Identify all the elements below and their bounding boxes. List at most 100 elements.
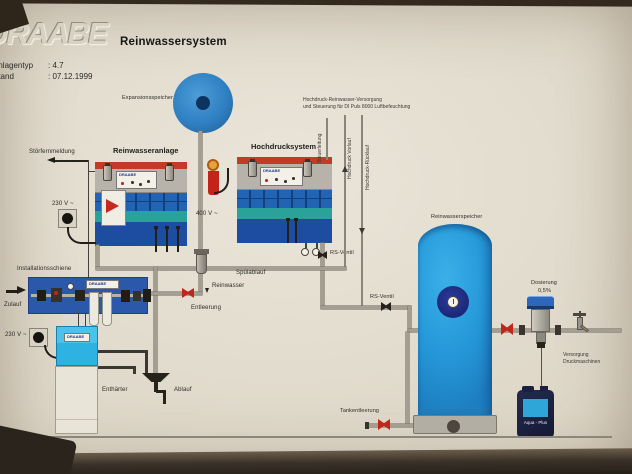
- faucet-icon: [573, 311, 591, 335]
- steuerleitung-line: [326, 118, 328, 160]
- dosing-unit-band: [527, 306, 554, 309]
- pipe-tank-inlet-drop: [408, 306, 411, 332]
- probe-pin: [154, 226, 158, 252]
- dosing-suction-line: [541, 348, 543, 392]
- faucet-body: [577, 317, 583, 330]
- socket-hole: [62, 213, 73, 224]
- machine-teal-band: [95, 211, 187, 222]
- plate-indicator: [284, 180, 287, 183]
- dosing-unit-body: [531, 309, 550, 332]
- power-socket-icon: [29, 328, 48, 347]
- pipe-machine1-drop: [96, 245, 99, 267]
- machine-base-band: [237, 219, 332, 243]
- spec-value: : 07.12.1999: [48, 72, 93, 81]
- fault-signal-drop: [88, 160, 90, 278]
- softener-controller: DRAABE: [56, 326, 98, 366]
- drain-hose: [145, 350, 148, 374]
- enthaerter-label: Enthärter: [102, 387, 128, 393]
- rs-ventil-tank-label: RS-Ventil: [370, 294, 394, 300]
- control-wire: [85, 312, 87, 327]
- filter-bottle-icon: [303, 159, 312, 177]
- drain-hose: [98, 366, 135, 369]
- versorgung-label-line1: Versorgung: [563, 352, 589, 358]
- pressure-gauge-icon: [301, 248, 309, 256]
- rs-valve-icon: [318, 251, 327, 259]
- machine-teal-band: [237, 208, 332, 219]
- gauge-needle: [452, 299, 454, 304]
- filter-bottle-icon: [248, 159, 257, 177]
- filter-bottle-icon: [165, 163, 174, 181]
- canister-name: Aqua - Plus: [523, 420, 548, 425]
- machine-base-band: [95, 222, 187, 246]
- supply-note-line1: Hochdruck-Reinwasser-Versorgung: [303, 97, 382, 103]
- plate-indicator: [131, 181, 134, 184]
- gauge-stub: [305, 243, 307, 249]
- spec-label: Anlagentyp: [0, 61, 34, 70]
- dosing-line-valve-icon: [501, 323, 513, 335]
- inline-filter-body: [196, 254, 207, 274]
- filter-cartridge: [102, 292, 112, 326]
- spec-row-type: Anlagentyp: 4.7: [0, 61, 64, 70]
- faucet-spout: [580, 324, 589, 333]
- expansion-vessel-label: Expansionsspeicher: [122, 95, 174, 101]
- warning-triangle-icon: [106, 199, 119, 213]
- ablauf-label: Ablauf: [174, 387, 192, 393]
- drain-hose: [133, 366, 136, 374]
- spec-label: Stand: [0, 72, 14, 81]
- pipe-rs-drop: [321, 243, 324, 308]
- rail-fitting: [75, 290, 85, 301]
- voltage-label-400v: 400 V ~: [196, 211, 218, 217]
- draabe-plate-label: DRAABE: [263, 168, 281, 173]
- machine-top-band: [237, 157, 332, 164]
- tank-drain-valve-icon: [378, 419, 390, 430]
- probe-pin: [176, 226, 180, 252]
- plate-indicator: [139, 183, 142, 186]
- reinwasser-arrow: [205, 288, 209, 293]
- fault-signal-label: Störfernmeldung: [29, 149, 75, 155]
- voltage-label-230v-2: 230 V ~: [5, 332, 27, 338]
- rail-plate: DRAABE: [86, 280, 119, 289]
- socket-hole: [33, 332, 44, 343]
- reinwasseranlage-label: Reinwasseranlage: [113, 146, 179, 155]
- probe-pin: [294, 218, 298, 243]
- pipe-tank-drain: [368, 424, 420, 427]
- installationsschiene-label: Installationsschiene: [17, 266, 72, 272]
- supply-note-line2: und Steuerung für DI Puls 8000 Luftbefeu…: [303, 104, 411, 110]
- hd-vorlauf-line: [344, 115, 346, 268]
- tank-gauge-icon: [447, 296, 459, 308]
- water-tank: [418, 224, 492, 418]
- fault-signal-line: [55, 160, 88, 162]
- sensor-body: [208, 171, 219, 195]
- machine-control-plate: DRAABE: [116, 171, 157, 189]
- pipe-end-cap: [365, 422, 369, 429]
- photo-bottom-edge: [0, 448, 632, 474]
- tankentleerung-label: Tankentleerung: [340, 408, 380, 414]
- draabe-plate-label: DRAABE: [119, 172, 137, 177]
- pipe-expansion-stem: [199, 131, 202, 293]
- funnel-trap: [163, 392, 166, 404]
- installation-rail: DRAABE: [28, 277, 151, 326]
- funnel-trap: [156, 390, 166, 393]
- probe-pin: [286, 218, 290, 243]
- inline-filter-cap: [194, 249, 209, 254]
- page-title: Reinwassersystem: [120, 36, 227, 48]
- dosing-suction-fitting: [537, 342, 545, 348]
- rail-fitting: [133, 291, 141, 301]
- entleerung-label: Entleerung: [191, 305, 222, 311]
- controller-plate: DRAABE: [64, 333, 90, 342]
- drain-funnel-icon: [142, 373, 170, 382]
- canister-handle: [522, 386, 534, 392]
- pipe-spuelablauf-run: [96, 267, 346, 270]
- funnel-stem: [154, 382, 158, 392]
- plate-indicator: [292, 177, 295, 180]
- rail-fitting: [37, 290, 46, 301]
- dosierung-label-line1: Dosierung: [531, 280, 557, 286]
- reinwasseranlage-unit: DRAABE: [95, 162, 187, 252]
- draabe-plate-label: DRAABE: [89, 281, 107, 286]
- zulauf-arrow-icon: [17, 286, 26, 294]
- gauge-stub: [316, 243, 318, 249]
- rail-fitting: [121, 290, 130, 302]
- pressure-reducer-icon: [51, 288, 62, 302]
- plate-indicator: [275, 178, 278, 181]
- rail-fitting: [143, 289, 151, 302]
